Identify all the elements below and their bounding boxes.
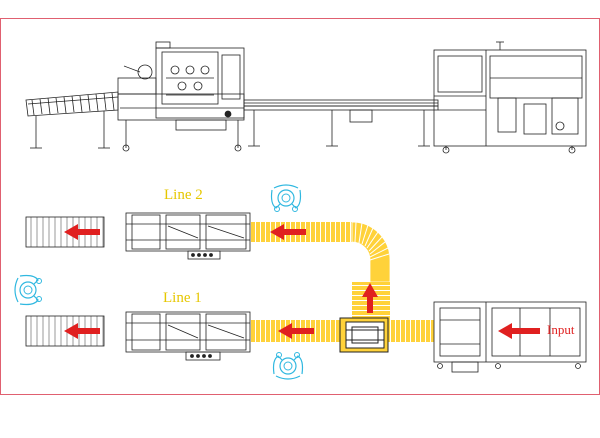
flow-arrow-icon — [64, 224, 100, 240]
operator-icon — [272, 351, 304, 380]
sealer-machine — [117, 41, 245, 152]
line2-label: Line 2 — [164, 187, 203, 203]
operator-icon — [270, 184, 302, 213]
flow-arrow-icon — [362, 283, 378, 313]
line1-label: Line 1 — [163, 290, 202, 306]
incline-conveyor — [25, 91, 119, 149]
transfer-belt — [243, 99, 439, 147]
flow-arrow-icon — [270, 224, 306, 240]
flow-arrows — [64, 224, 540, 339]
case-erector-machine — [433, 41, 587, 154]
side-elevation-view — [25, 41, 587, 154]
line2-stations — [25, 212, 251, 260]
input-label: Input — [547, 322, 575, 337]
flow-arrow-icon — [278, 323, 314, 339]
flow-arrow-icon — [64, 323, 100, 339]
line1-stations — [25, 311, 251, 361]
diverter-unit — [339, 317, 389, 353]
operator-icon — [14, 274, 43, 306]
curved-conveyor — [351, 221, 391, 283]
flow-arrow-icon — [498, 323, 540, 339]
input-conveyor — [386, 320, 434, 342]
